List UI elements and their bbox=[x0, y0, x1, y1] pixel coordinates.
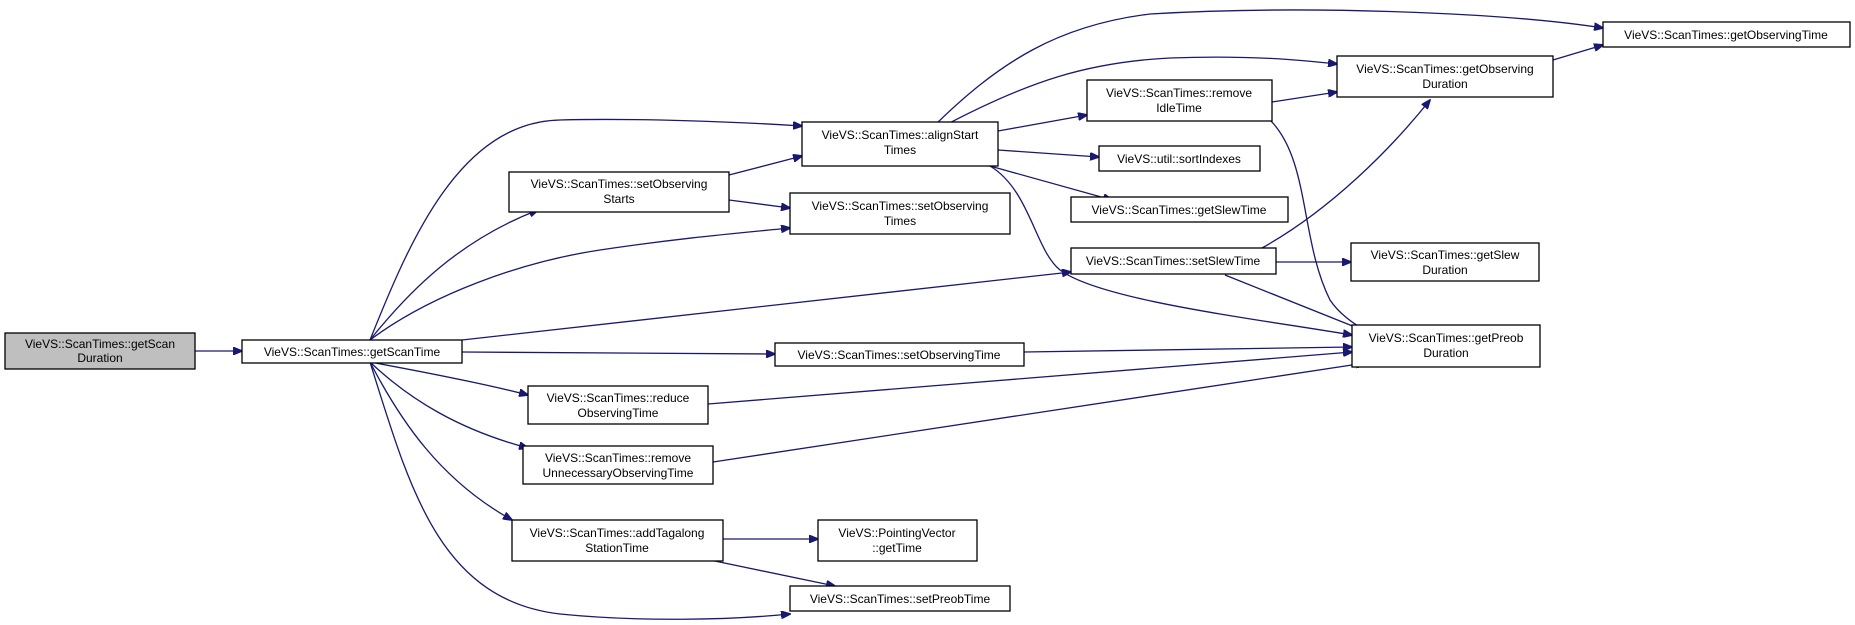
node-label-line2: Starts bbox=[603, 192, 634, 206]
edge-alignStartTimes-getSlewTime bbox=[989, 165, 1112, 200]
edge-getScanTime-setObservingTimes bbox=[369, 228, 790, 341]
node-getPreobDuration[interactable]: VieVS::ScanTimes::getPreob Duration bbox=[1351, 324, 1541, 368]
edge-alignStartTimes-removeIdleTime bbox=[997, 115, 1087, 132]
node-removeUnnecessaryObservingTime[interactable]: VieVS::ScanTimes::remove UnnecessaryObse… bbox=[522, 445, 714, 485]
node-label: VieVS::ScanTimes::getObservingTime bbox=[1624, 28, 1828, 42]
edge-getScanTime-removeUnnecessaryObservingTime bbox=[369, 361, 528, 448]
node-label-line1: VieVS::ScanTimes::remove bbox=[545, 451, 691, 465]
node-label-line2: UnnecessaryObservingTime bbox=[543, 466, 694, 480]
node-label-line2: StationTime bbox=[585, 541, 649, 555]
node-label-line2: Times bbox=[884, 214, 916, 228]
edge-setSlewTime-getObservingDuration bbox=[1261, 100, 1430, 249]
node-label: VieVS::ScanTimes::setSlewTime bbox=[1086, 254, 1261, 268]
edge-addTagalongStationTime-setPreobTime bbox=[709, 559, 835, 586]
edge-getObservingDuration-getObservingTime bbox=[1552, 45, 1603, 61]
edge-removeIdleTime-getObservingDuration bbox=[1271, 92, 1337, 103]
node-label-line1: VieVS::ScanTimes::getObserving bbox=[1356, 62, 1533, 76]
node-label-line1: VieVS::ScanTimes::setObserving bbox=[812, 199, 989, 213]
node-setObservingTime[interactable]: VieVS::ScanTimes::setObservingTime bbox=[774, 342, 1025, 367]
node-label: VieVS::ScanTimes::setPreobTime bbox=[810, 592, 991, 606]
node-label: VieVS::ScanTimes::getScanTime bbox=[264, 345, 441, 359]
node-label-line2: ::getTime bbox=[872, 541, 922, 555]
node-label-line1: VieVS::ScanTimes::alignStart bbox=[822, 128, 979, 142]
node-setPreobTime[interactable]: VieVS::ScanTimes::setPreobTime bbox=[789, 585, 1011, 612]
node-label-line2: Duration bbox=[1422, 77, 1467, 91]
edge-alignStartTimes-getObservingTime bbox=[929, 9, 1603, 131]
node-label-line1: VieVS::ScanTimes::addTagalong bbox=[530, 526, 705, 540]
node-alignStartTimes[interactable]: VieVS::ScanTimes::alignStart Times bbox=[801, 121, 999, 167]
node-label: VieVS::util::sortIndexes bbox=[1117, 152, 1241, 166]
node-label: VieVS::ScanTimes::setObservingTime bbox=[798, 348, 1001, 362]
node-label-line1: VieVS::PointingVector bbox=[838, 526, 955, 540]
node-getSlewDuration[interactable]: VieVS::ScanTimes::getSlew Duration bbox=[1350, 242, 1540, 282]
edge-getScanTime-setSlewTime bbox=[461, 272, 1071, 341]
node-getSlewTime[interactable]: VieVS::ScanTimes::getSlewTime bbox=[1070, 196, 1289, 223]
node-label: VieVS::ScanTimes::getSlewTime bbox=[1092, 203, 1267, 217]
node-label-line2: Times bbox=[884, 143, 916, 157]
node-label-line2: Duration bbox=[1423, 346, 1468, 360]
edge-getScanTime-alignStartTimes bbox=[369, 118, 802, 341]
node-getObservingTime[interactable]: VieVS::ScanTimes::getObservingTime bbox=[1602, 21, 1851, 48]
node-getScanDuration[interactable]: VieVS::ScanTimes::getScan Duration bbox=[4, 332, 196, 370]
edge-reduceObservingTime-getPreobDuration bbox=[707, 352, 1352, 405]
node-setSlewTime[interactable]: VieVS::ScanTimes::setSlewTime bbox=[1070, 247, 1277, 275]
node-label-line1: VieVS::ScanTimes::remove bbox=[1106, 86, 1252, 100]
node-getObservingDuration[interactable]: VieVS::ScanTimes::getObserving Duration bbox=[1336, 55, 1554, 98]
edge-getScanTime-addTagalongStationTime bbox=[369, 361, 512, 520]
edge-alignStartTimes-getPreobDuration bbox=[989, 165, 1352, 335]
node-setObservingStarts[interactable]: VieVS::ScanTimes::setObserving Starts bbox=[508, 171, 730, 213]
node-label-line1: VieVS::ScanTimes::setObserving bbox=[531, 177, 708, 191]
node-label-line2: Duration bbox=[77, 351, 122, 365]
edge-setSlewTime-getPreobDuration bbox=[1224, 274, 1370, 333]
node-label-line2: IdleTime bbox=[1156, 101, 1202, 115]
node-label-line1: VieVS::ScanTimes::getPreob bbox=[1369, 331, 1524, 345]
node-label-line1: VieVS::ScanTimes::reduce bbox=[547, 391, 690, 405]
node-sortIndexes[interactable]: VieVS::util::sortIndexes bbox=[1098, 145, 1261, 172]
edge-alignStartTimes-sortIndexes bbox=[997, 149, 1099, 157]
node-reduceObservingTime[interactable]: VieVS::ScanTimes::reduce ObservingTime bbox=[527, 385, 709, 425]
edge-setObservingStarts-alignStartTimes bbox=[728, 156, 802, 176]
node-label-line2: ObservingTime bbox=[578, 406, 659, 420]
edge-alignStartTimes-getObservingDuration bbox=[939, 56, 1337, 129]
node-removeIdleTime[interactable]: VieVS::ScanTimes::remove IdleTime bbox=[1086, 79, 1273, 122]
edge-setObservingStarts-setObservingTimes bbox=[728, 199, 790, 208]
node-pointingVectorGetTime[interactable]: VieVS::PointingVector ::getTime bbox=[817, 519, 978, 562]
node-label-line2: Duration bbox=[1422, 263, 1467, 277]
node-setObservingTimes[interactable]: VieVS::ScanTimes::setObserving Times bbox=[789, 192, 1011, 235]
edge-getScanTime-setObservingStarts bbox=[369, 210, 538, 341]
edge-getScanTime-reduceObservingTime bbox=[369, 361, 528, 395]
node-addTagalongStationTime[interactable]: VieVS::ScanTimes::addTagalong StationTim… bbox=[511, 519, 724, 562]
edge-setObservingTime-getPreobDuration bbox=[1023, 347, 1352, 353]
edge-removeIdleTime-getPreobDuration bbox=[1269, 119, 1370, 333]
node-label-line1: VieVS::ScanTimes::getSlew bbox=[1371, 248, 1520, 262]
edge-removeUnnecessaryObservingTime-getPreobDuration bbox=[712, 363, 1365, 463]
edge-getScanTime-setPreobTime bbox=[369, 361, 790, 620]
node-getScanTime[interactable]: VieVS::ScanTimes::getScanTime bbox=[241, 339, 463, 364]
edge-getScanTime-setObservingTime bbox=[461, 352, 775, 354]
node-label-line1: VieVS::ScanTimes::getScan bbox=[25, 337, 175, 351]
call-edges bbox=[195, 9, 1603, 620]
